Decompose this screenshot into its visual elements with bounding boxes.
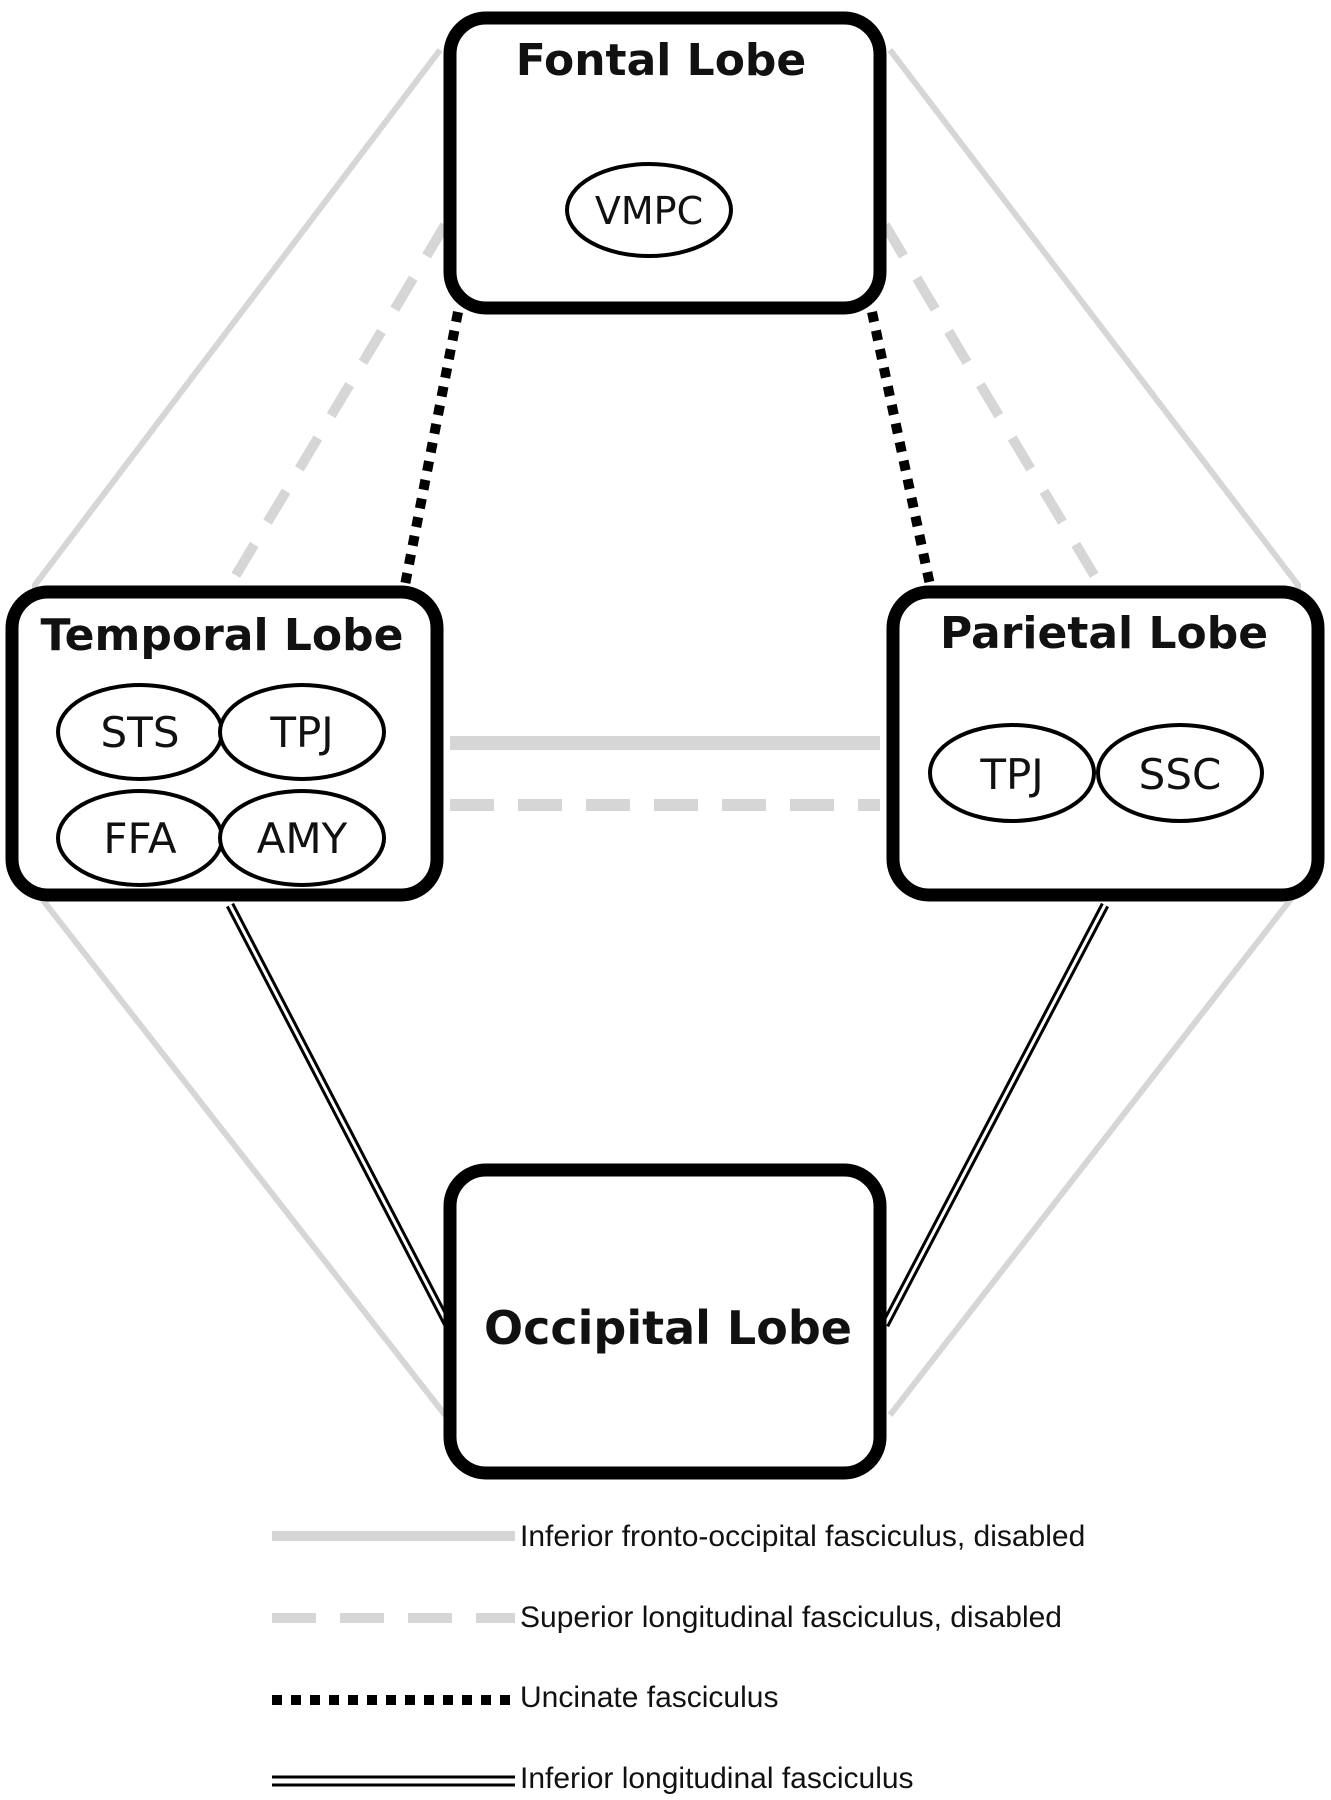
temporal-lobe-box: Temporal Lobe STS TPJ FFA AMY [5,585,444,902]
region-tpj-parietal [928,723,1096,823]
region-tpj-parietal-label: TPJ [979,750,1043,799]
slf-connections [225,222,1105,811]
slf-left-line [225,222,450,588]
ilf-right-line-inner [883,904,1107,1326]
ilf-left-line-inner [228,904,450,1326]
region-ssc [1096,723,1264,823]
region-amy [218,789,386,887]
region-vmpc [565,162,733,258]
slf-right-line [880,222,1105,588]
region-ffa-label: FFA [103,814,176,863]
legend-label-ifof: Inferior fronto-occipital fasciculus, di… [520,1520,1085,1553]
region-sts-label: STS [101,708,180,757]
uncinate-right-line [867,310,935,587]
occipital-lobe-title: Occipital Lobe [484,1301,852,1355]
parietal-lobe-box: Parietal Lobe TPJ SSC [886,585,1325,902]
frontal-lobe-title: Fontal Lobe [516,35,807,86]
region-tpj-temporal-label: TPJ [269,708,333,757]
region-amy-label: AMY [257,814,348,863]
occipital-lobe-box: Occipital Lobe [443,1163,887,1480]
region-vmpc-label: VMPC [595,189,703,233]
parietal-lobe-title: Parietal Lobe [940,608,1268,659]
legend-label-uncinate: Uncinate fasciculus [520,1681,778,1714]
region-tpj-temporal [218,683,386,781]
frontal-lobe-box: Fontal Lobe VMPC [443,11,887,315]
region-ssc-label: SSC [1139,750,1222,799]
legend: Inferior fronto-occipital fasciculus, di… [272,1520,1085,1795]
legend-label-ilf: Inferior longitudinal fasciculus [520,1762,914,1795]
uncinate-left-line [400,311,463,586]
legend-label-slf: Superior longitudinal fasciculus, disabl… [520,1601,1062,1634]
temporal-lobe-title: Temporal Lobe [41,610,404,661]
uncinate-connections [400,310,935,587]
ilf-connections [226,902,1109,1328]
